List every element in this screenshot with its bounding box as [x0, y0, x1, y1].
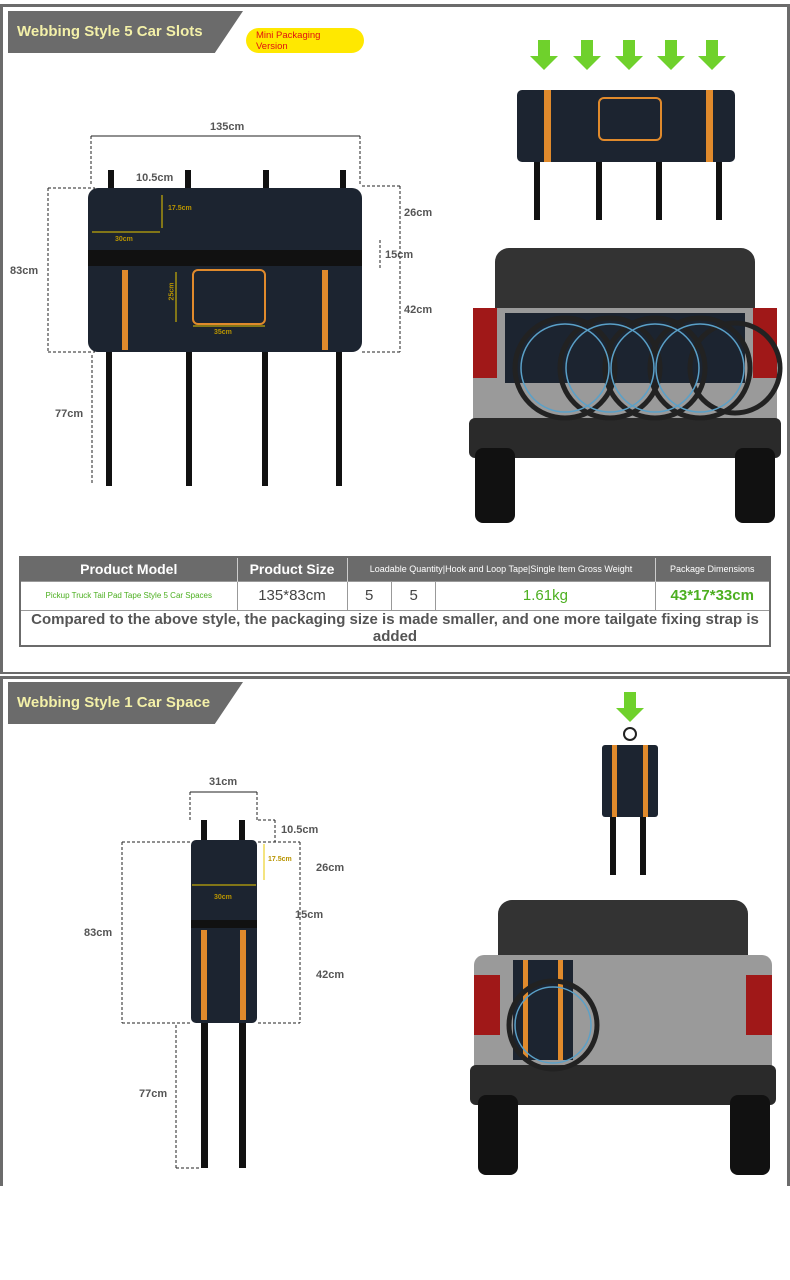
dim-height: 83cm — [10, 265, 39, 277]
cell-size: 135*83cm — [236, 580, 348, 611]
five-slot-pad-photo — [517, 40, 735, 220]
dim-strap: 77cm — [55, 408, 84, 420]
dim-lower: 42cm — [404, 304, 433, 316]
header-package: Package Dimensions — [655, 557, 771, 581]
header-size: Product Size — [237, 557, 348, 581]
mini-packaging-badge: Mini Packaging Version — [246, 28, 364, 53]
truck-one-bike-photo — [470, 900, 776, 1175]
dim2-pocket-w: 30cm — [214, 894, 232, 901]
section-frame-1 — [0, 4, 790, 674]
section1-title: Webbing Style 5 Car Slots — [8, 11, 243, 53]
cell-quantity: 5 — [346, 580, 392, 611]
dim2-upper: 26cm — [316, 862, 345, 874]
one-slot-pad-photo — [602, 692, 658, 875]
section2-title: Webbing Style 1 Car Space — [8, 682, 243, 724]
section-frame-2 — [0, 676, 790, 1186]
dim-pocket-h: 17.5cm — [168, 205, 192, 212]
dim2-strap: 77cm — [139, 1088, 168, 1100]
dim2-gap: 15cm — [295, 909, 324, 921]
table-note: Compared to the above style, the packagi… — [19, 609, 771, 646]
dim-gap: 15cm — [385, 249, 414, 261]
cell-hook-loop: 5 — [390, 580, 437, 611]
dim2-pocket-h: 17.5cm — [268, 856, 292, 863]
cell-model: Pickup Truck Tail Pad Tape Style 5 Car S… — [19, 580, 238, 611]
dim-window-w: 35cm — [214, 329, 232, 336]
truck-five-bikes-photo — [469, 248, 783, 523]
dim2-width: 31cm — [209, 776, 238, 788]
dim2-height: 83cm — [84, 927, 113, 939]
cell-weight: 1.61kg — [435, 580, 656, 611]
five-slot-pad-diagram — [47, 135, 401, 486]
spec-table: Product Model Product Size Loadable Quan… — [19, 556, 771, 647]
cell-package: 43*17*33cm — [654, 580, 771, 611]
one-slot-pad-diagram — [121, 791, 301, 1169]
dim-pocket-w: 30cm — [115, 236, 133, 243]
dim-upper: 26cm — [404, 207, 433, 219]
header-model: Product Model — [20, 557, 238, 581]
dim2-lower: 42cm — [316, 969, 345, 981]
dim2-hook: 10.5cm — [281, 824, 319, 836]
dim-width: 135cm — [210, 121, 245, 133]
dim-hook: 10.5cm — [136, 172, 174, 184]
header-qty-tape-weight: Loadable Quantity|Hook and Loop Tape|Sin… — [347, 557, 656, 581]
dim-window-h: 25cm — [168, 282, 176, 301]
